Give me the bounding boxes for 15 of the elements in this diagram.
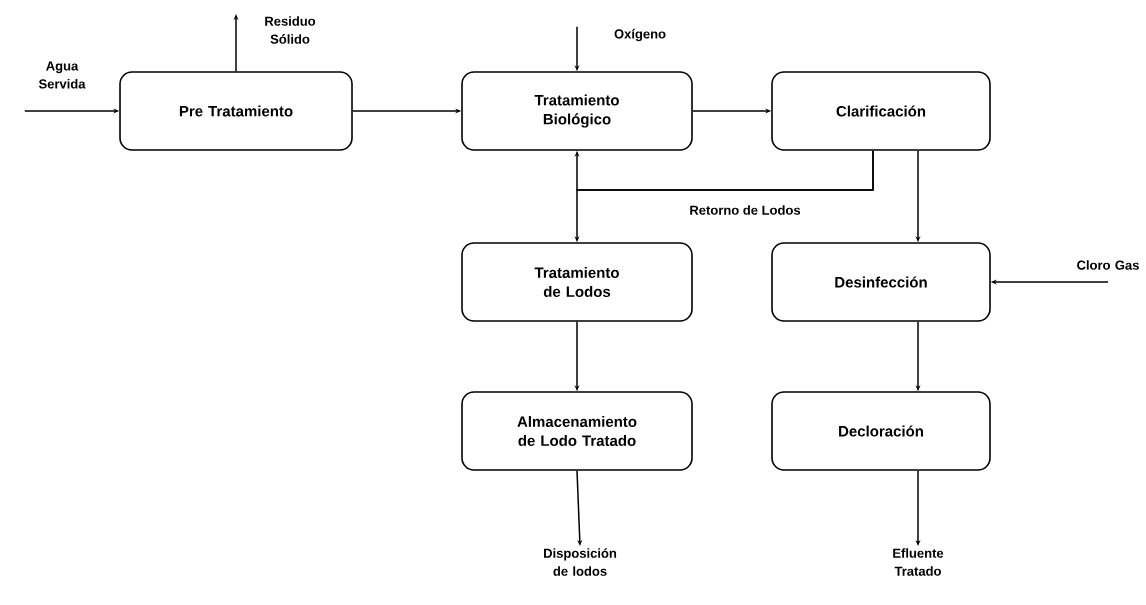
process-box: Tratamiento de Lodos: [461, 242, 693, 322]
stream-label: Residuo Sólido: [265, 16, 316, 44]
stream-label: Oxígeno: [614, 28, 666, 42]
process-box: Tratamiento Biológico: [461, 71, 693, 151]
arrow: [576, 470, 583, 546]
stream-label: Cloro Gas: [1077, 260, 1139, 270]
stream-label: Disposición de lodos: [544, 548, 617, 576]
edge-label: Retorno de Lodos: [687, 203, 803, 217]
stream-label: Agua Servida: [38, 61, 86, 89]
stream-label: Efluente Tratado: [893, 548, 944, 576]
process-box: Pre Tratamiento: [119, 71, 353, 151]
process-box: Almacenamiento de Lodo Tratado: [461, 391, 693, 471]
process-box: Desinfección: [771, 242, 991, 322]
process-box: Clarificación: [771, 71, 991, 151]
process-box: Decloración: [771, 391, 991, 471]
